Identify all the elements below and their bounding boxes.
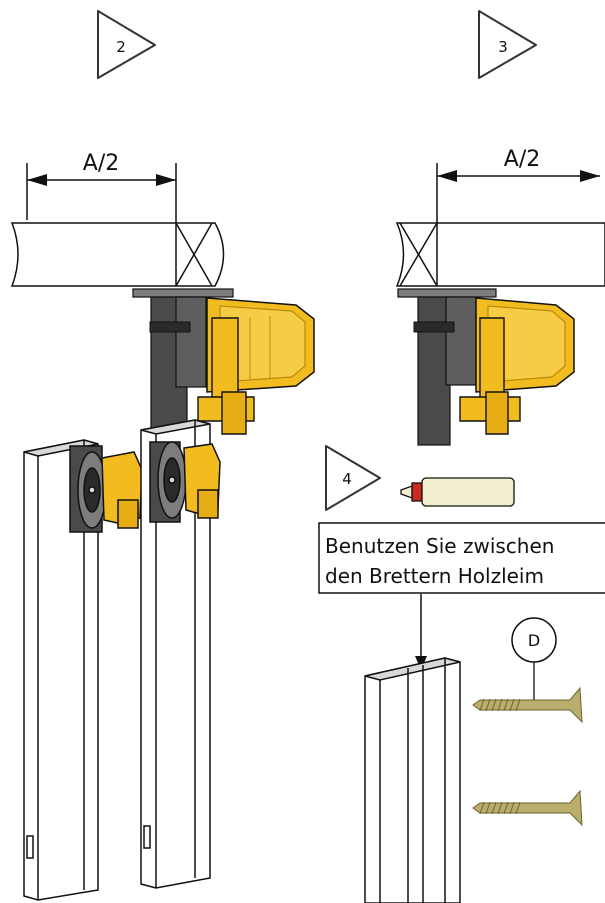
- wood-screw-icon: [472, 686, 583, 724]
- step-4-number: 4: [342, 470, 352, 488]
- triangle-step-icon: [325, 445, 381, 511]
- screw-callout-label: D: [528, 631, 540, 650]
- wood-screw-icon: [472, 789, 583, 827]
- track-beam-left: [10, 222, 225, 287]
- hanger-assembly-right: [397, 288, 575, 446]
- glue-note: Benutzen Sie zwischen den Brettern Holzl…: [318, 522, 605, 594]
- step-2-marker: 2: [97, 10, 156, 79]
- track-beam-right: [395, 222, 605, 287]
- step-3-marker: 3: [478, 10, 537, 79]
- step-4-marker: 4: [325, 445, 381, 511]
- screw-callout: D: [511, 617, 557, 703]
- step-2-number: 2: [116, 38, 126, 56]
- door-panel-middle: [140, 419, 221, 889]
- triangle-step-icon: [478, 10, 537, 79]
- door-panel-left: [23, 439, 143, 901]
- glue-bottle-icon: [400, 477, 515, 507]
- glue-arrow: [415, 594, 427, 670]
- glued-panel: [364, 657, 461, 903]
- dimension-right-label: A/2: [504, 147, 540, 172]
- dimension-left-label: A/2: [83, 151, 119, 176]
- step-3-number: 3: [498, 38, 508, 56]
- roller-wheel-icon: [88, 486, 96, 494]
- glue-note-line2: den Brettern Holzleim: [325, 564, 544, 588]
- roller-wheel-icon: [168, 476, 176, 484]
- dimension-right: [436, 163, 600, 228]
- dimension-left: [26, 163, 177, 228]
- hanger-assembly-left: [132, 288, 315, 448]
- triangle-step-icon: [97, 10, 156, 79]
- glue-note-line1: Benutzen Sie zwischen: [325, 534, 554, 558]
